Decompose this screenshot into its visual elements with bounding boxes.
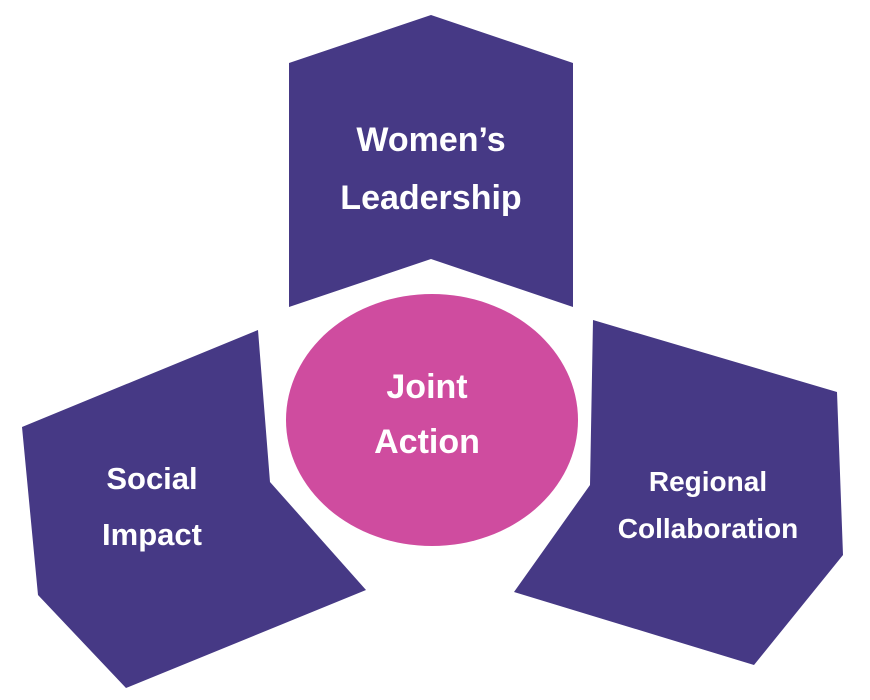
- segment-top-shape: [289, 15, 573, 307]
- segment-top-label-line2: Leadership: [340, 179, 521, 217]
- center-label-line2: Action: [374, 423, 480, 461]
- center-joint-action: Joint Action: [286, 294, 578, 546]
- segment-top-label-line1: Women’s: [356, 121, 505, 159]
- segment-left-label-line1: Social: [106, 461, 197, 496]
- segment-womens-leadership: Women’s Leadership: [289, 15, 573, 307]
- segment-right-shape: [514, 320, 843, 665]
- segment-regional-collaboration: Regional Collaboration: [514, 320, 843, 665]
- segment-right-label-line2: Collaboration: [618, 513, 798, 544]
- segment-social-impact: Social Impact: [22, 330, 366, 688]
- segment-right-label-line1: Regional: [649, 466, 767, 497]
- center-circle: [286, 294, 578, 546]
- segment-left-label-line2: Impact: [102, 517, 202, 552]
- center-label-line1: Joint: [386, 368, 467, 406]
- segment-left-shape: [22, 330, 366, 688]
